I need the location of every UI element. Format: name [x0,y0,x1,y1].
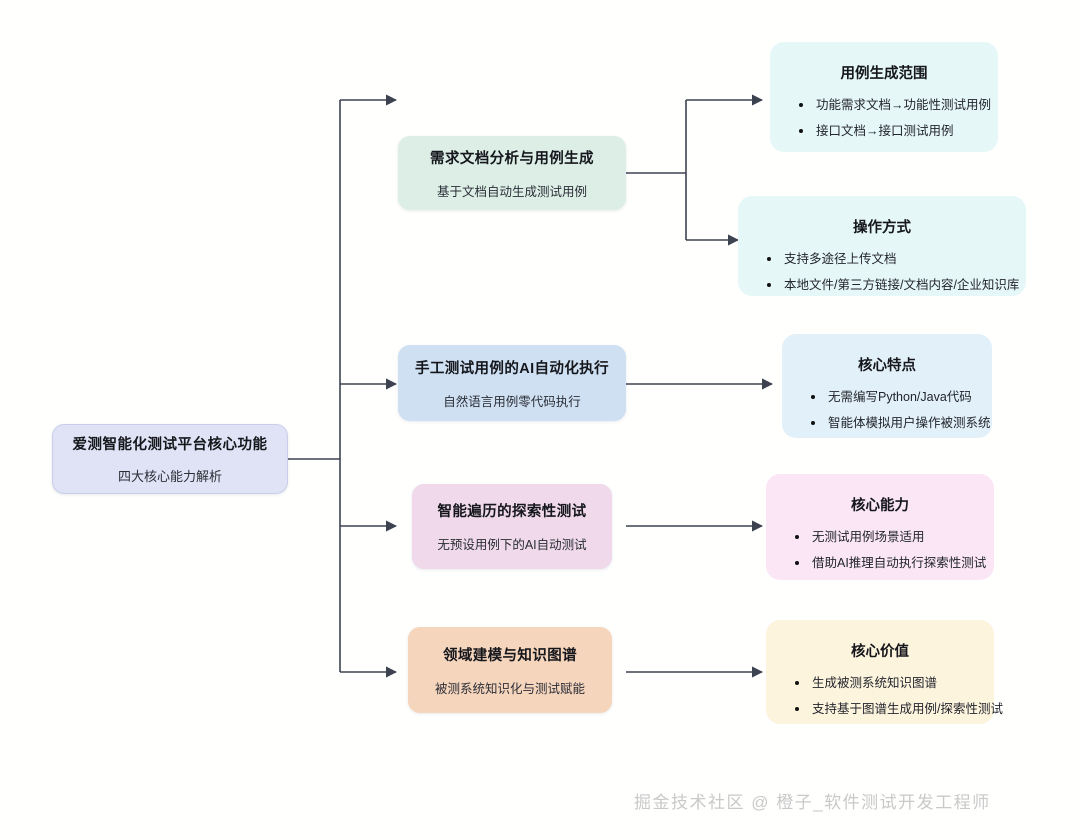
watermark: 掘金技术社区 @ 橙子_软件测试开发工程师 [634,793,991,812]
list-item: 本地文件/第三方链接/文档内容/企业知识库 [762,277,1019,294]
list-item: 功能需求文档→功能性测试用例 [794,97,991,114]
node-branch-exploratory-testing[interactable]: 智能遍历的探索性测试 无预设用例下的AI自动测试 [412,484,612,569]
node-leaf-5-list: 生成被测系统知识图谱 支持基于图谱生成用例/探索性测试 [782,675,1003,727]
node-branch-3-title: 智能遍历的探索性测试 [437,504,587,520]
node-leaf-1-title: 用例生成范围 [840,66,928,82]
node-leaf-2-list: 支持多途径上传文档 本地文件/第三方链接/文档内容/企业知识库 [754,251,1019,303]
node-leaf-case-generation-scope[interactable]: 用例生成范围 功能需求文档→功能性测试用例 接口文档→接口测试用例 [770,42,998,152]
node-leaf-5-title: 核心价值 [851,644,909,660]
node-branch-1-subtitle: 基于文档自动生成测试用例 [436,184,587,199]
node-leaf-4-title: 核心能力 [851,498,909,514]
node-root[interactable]: 爱测智能化测试平台核心功能 四大核心能力解析 [52,424,288,494]
list-item: 接口文档→接口测试用例 [794,123,982,140]
node-root-title: 爱测智能化测试平台核心功能 [72,437,268,453]
list-item: 无测试用例场景适用 [790,529,978,546]
node-branch-3-subtitle: 无预设用例下的AI自动测试 [437,538,587,552]
node-branch-4-subtitle: 被测系统知识化与测试赋能 [434,681,585,696]
list-item: 支持多途径上传文档 [762,251,1010,268]
node-leaf-1-list: 功能需求文档→功能性测试用例 接口文档→接口测试用例 [786,97,991,149]
node-leaf-core-capability[interactable]: 核心能力 无测试用例场景适用 借助AI推理自动执行探索性测试 [766,474,994,580]
node-branch-2-title: 手工测试用例的AI自动化执行 [414,360,610,377]
list-item: 生成被测系统知识图谱 [790,675,978,692]
node-branch-manual-case-ai-execution[interactable]: 手工测试用例的AI自动化执行 自然语言用例零代码执行 [398,345,626,421]
node-leaf-operation-methods[interactable]: 操作方式 支持多途径上传文档 本地文件/第三方链接/文档内容/企业知识库 [738,196,1026,296]
node-branch-requirement-analysis[interactable]: 需求文档分析与用例生成 基于文档自动生成测试用例 [398,136,626,210]
list-item: 智能体模拟用户操作被测系统 [806,415,991,432]
list-item: 无需编写Python/Java代码 [806,389,976,406]
node-leaf-2-title: 操作方式 [853,220,911,236]
node-root-subtitle: 四大核心能力解析 [117,469,222,484]
node-leaf-4-list: 无测试用例场景适用 借助AI推理自动执行探索性测试 [782,529,986,581]
node-leaf-3-list: 无需编写Python/Java代码 智能体模拟用户操作被测系统 [798,389,991,441]
node-branch-domain-modeling[interactable]: 领域建模与知识图谱 被测系统知识化与测试赋能 [408,627,612,713]
node-leaf-core-value[interactable]: 核心价值 生成被测系统知识图谱 支持基于图谱生成用例/探索性测试 [766,620,1003,727]
node-branch-4-title: 领域建模与知识图谱 [442,647,578,664]
list-item: 借助AI推理自动执行探索性测试 [790,555,986,572]
node-leaf-core-features[interactable]: 核心特点 无需编写Python/Java代码 智能体模拟用户操作被测系统 [782,334,992,438]
list-item: 支持基于图谱生成用例/探索性测试 [790,701,1003,718]
node-leaf-3-title: 核心特点 [858,358,916,374]
node-branch-1-title: 需求文档分析与用例生成 [430,150,594,167]
node-branch-2-subtitle: 自然语言用例零代码执行 [443,394,581,409]
